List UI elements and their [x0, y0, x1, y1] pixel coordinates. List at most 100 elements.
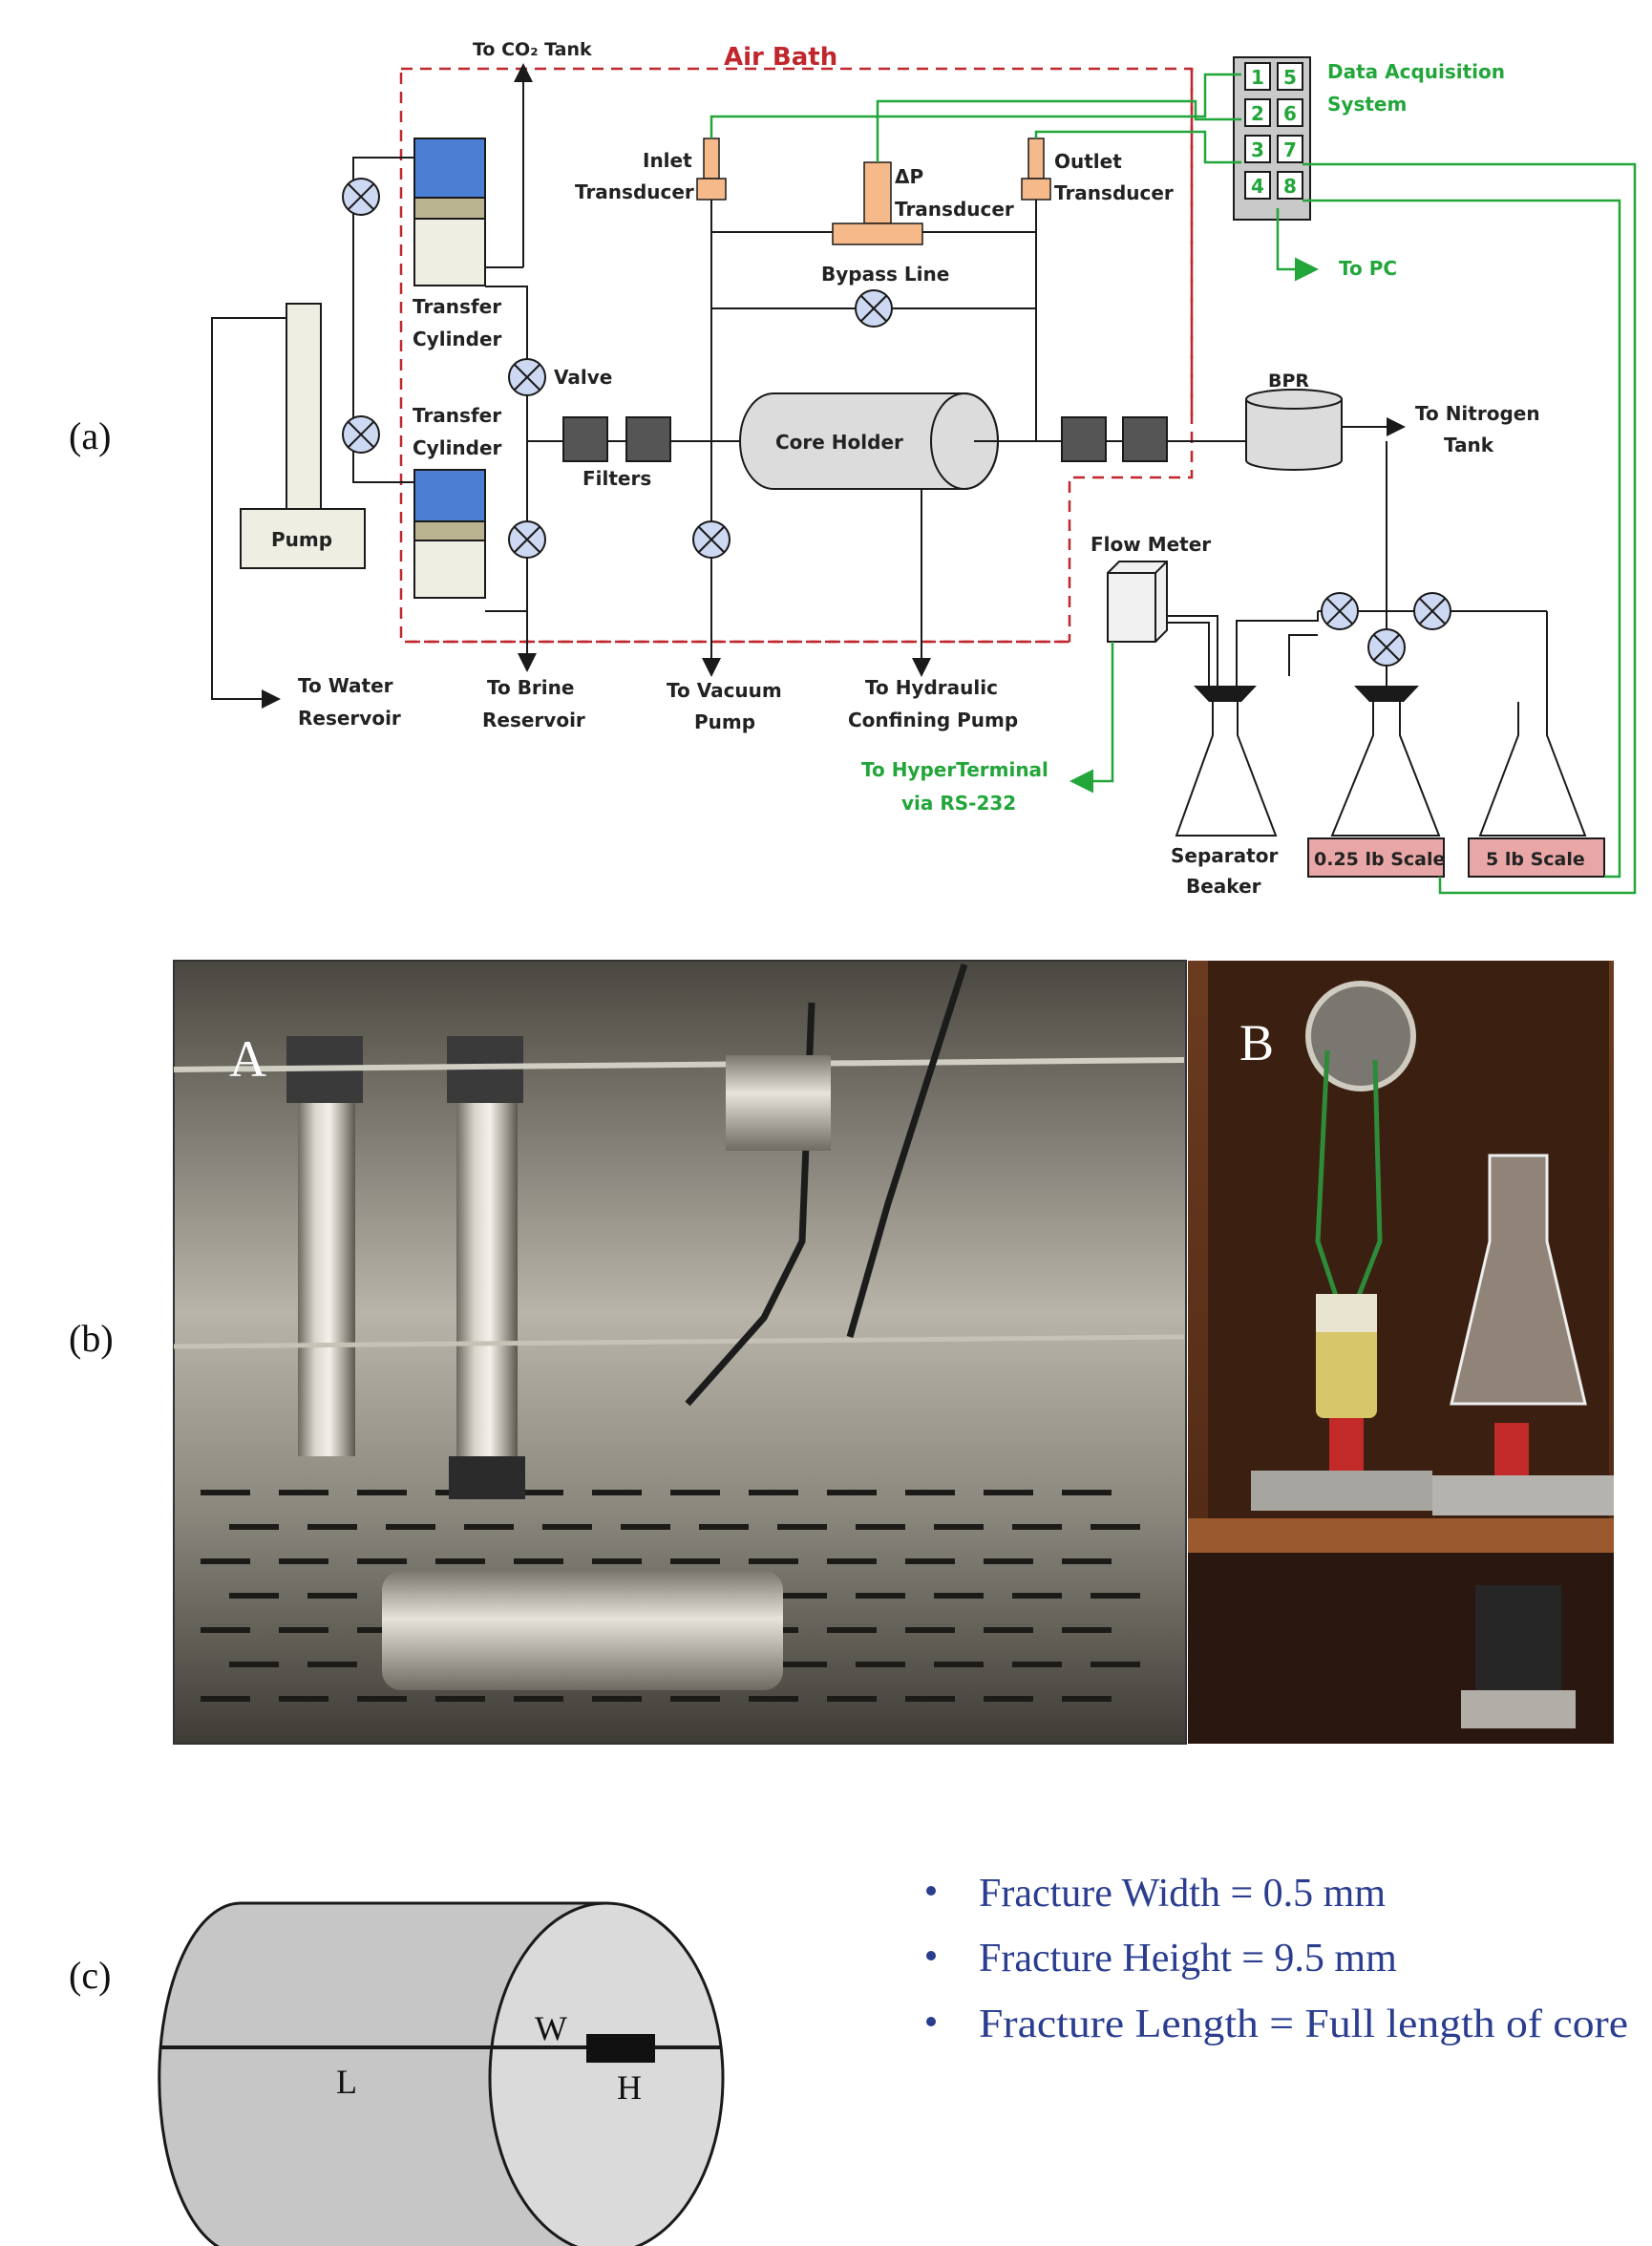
- to-hydraulic-label-1: To Hydraulic: [865, 676, 998, 699]
- shelf-slot: [1012, 1662, 1062, 1667]
- shelf-slot: [279, 1490, 328, 1495]
- valve-beaker-3: [1367, 628, 1406, 667]
- shelf-slot: [201, 1490, 250, 1495]
- to-nitrogen-label-1: To Nitrogen: [1415, 402, 1540, 425]
- photo-b-label: B: [1239, 1014, 1274, 1071]
- shelf-slot: [1062, 1696, 1112, 1702]
- separator-flask: [1175, 686, 1278, 837]
- shelf-slot: [592, 1490, 642, 1495]
- to-nitrogen-label-2: Tank: [1444, 434, 1494, 456]
- core-l-label: L: [336, 2063, 357, 2101]
- data-acquisition-label-1: Data Acquisition: [1327, 60, 1505, 83]
- inlet-transducer: [703, 138, 720, 180]
- shelf-slot: [984, 1627, 1033, 1633]
- shelf-slot: [357, 1696, 407, 1702]
- to-hydraulic-label-2: Confining Pump: [848, 709, 1018, 731]
- core-cylinder: [158, 1901, 725, 2246]
- shelf-slot: [307, 1524, 357, 1530]
- panel-label-c: (c): [69, 1954, 111, 1997]
- pump-label: Pump: [271, 528, 332, 551]
- dp-transducer: [863, 161, 892, 224]
- daq-channel-number: 2: [1251, 102, 1264, 125]
- shelf-slot: [435, 1558, 485, 1564]
- shelf-slot: [279, 1627, 328, 1633]
- bpr-label: BPR: [1268, 371, 1309, 392]
- transfer-cylinder-top: [413, 138, 486, 286]
- photo-b-scales: [1188, 961, 1614, 1744]
- shelf-slot: [856, 1593, 905, 1599]
- daq-channel-box: [1277, 135, 1303, 163]
- outlet-label-1: Outlet: [1054, 150, 1122, 173]
- shelf-slot: [905, 1558, 955, 1564]
- schematic-panel: (a) Air Bath To CO₂ Tank Transfer Cylind…: [69, 39, 1637, 898]
- shelf-slot: [827, 1627, 877, 1633]
- valve-beaker-1: [1321, 592, 1359, 630]
- valve-pump-bottom: [342, 415, 380, 454]
- to-hyperterminal-label-1: To HyperTerminal: [861, 758, 1048, 781]
- shelf-slot: [984, 1490, 1033, 1495]
- daq-channel-box: [1277, 171, 1303, 200]
- shelf-slot: [1062, 1627, 1112, 1633]
- shelf-slot: [229, 1524, 279, 1530]
- valve-brine: [508, 520, 546, 559]
- shelf-slot: [934, 1662, 984, 1667]
- valve-beaker-2: [1413, 592, 1451, 630]
- to-co2-tank-label: To CO₂ Tank: [473, 39, 592, 60]
- transfer-cylinder-bottom-label-2: Cylinder: [413, 436, 502, 459]
- daq-channel-number: 3: [1251, 138, 1264, 161]
- to-brine-label-2: Reservoir: [482, 709, 585, 731]
- shelf-slot: [984, 1558, 1033, 1564]
- to-hyperterminal-label-2: via RS-232: [901, 792, 1016, 815]
- scale-large-label: 5 lb Scale: [1486, 849, 1585, 870]
- shelf-slot: [514, 1558, 563, 1564]
- shelf-slot: [279, 1696, 328, 1702]
- daq-channel-box: [1277, 62, 1303, 91]
- shelf-slot: [670, 1696, 720, 1702]
- shelf-slot: [905, 1696, 955, 1702]
- fracture-height-text: Fracture Height = 9.5 mm: [979, 1937, 1397, 1981]
- dp-label-1: ΔP: [895, 165, 923, 188]
- back-pressure-regulator: [1245, 389, 1343, 471]
- to-brine-label-1: To Brine: [487, 676, 574, 699]
- pump: [240, 303, 366, 569]
- filter-2: [625, 416, 671, 462]
- shelf-slot: [357, 1490, 407, 1495]
- shelf-slot: [1062, 1490, 1112, 1495]
- valve-vacuum: [692, 520, 731, 559]
- data-acquisition-label-2: System: [1327, 93, 1407, 116]
- shelf-slot: [1062, 1558, 1112, 1564]
- panel-label-a: (a): [69, 414, 111, 457]
- shelf-slot: [905, 1490, 955, 1495]
- to-vacuum-label-2: Pump: [694, 710, 755, 733]
- scale-small-label: 0.25 lb Scale: [1314, 849, 1445, 870]
- scale-large: [1468, 837, 1605, 878]
- transfer-cylinder-bottom-label-1: Transfer: [413, 404, 501, 427]
- shelf-slot: [827, 1490, 877, 1495]
- fracture-length-text: Fracture Length = Full length of core: [979, 2002, 1628, 2046]
- shelf-slot: [307, 1593, 357, 1599]
- shelf-slot: [1091, 1662, 1140, 1667]
- fracture-width-text: Fracture Width = 0.5 mm: [979, 1872, 1386, 1916]
- to-vacuum-label-1: To Vacuum: [667, 679, 782, 702]
- shelf-slot: [827, 1558, 877, 1564]
- shelf-slot: [749, 1490, 798, 1495]
- shelf-slot: [749, 1558, 798, 1564]
- flow-meter-label: Flow Meter: [1091, 533, 1211, 556]
- transfer-cylinder-top-label-1: Transfer: [413, 295, 501, 318]
- separator-label-1: Separator: [1171, 844, 1278, 867]
- core-diagram-panel: (c) W L H Fracture Width = 0.5 mm Fractu…: [69, 1872, 1628, 2246]
- shelf-slot: [592, 1558, 642, 1564]
- daq-channel-number: 8: [1283, 175, 1297, 198]
- shelf-slot: [542, 1524, 592, 1530]
- valve-label: Valve: [554, 366, 612, 389]
- daq-channel-box: [1244, 135, 1271, 163]
- filter-4: [1122, 416, 1168, 462]
- shelf-slot: [670, 1490, 720, 1495]
- transfer-cylinder-bottom: [413, 469, 486, 599]
- shelf-slot: [592, 1696, 642, 1702]
- dp-label-2: Transducer: [895, 198, 1014, 221]
- photo-panel: (b) A: [69, 960, 1614, 1745]
- daq-channel-number: 5: [1283, 66, 1297, 89]
